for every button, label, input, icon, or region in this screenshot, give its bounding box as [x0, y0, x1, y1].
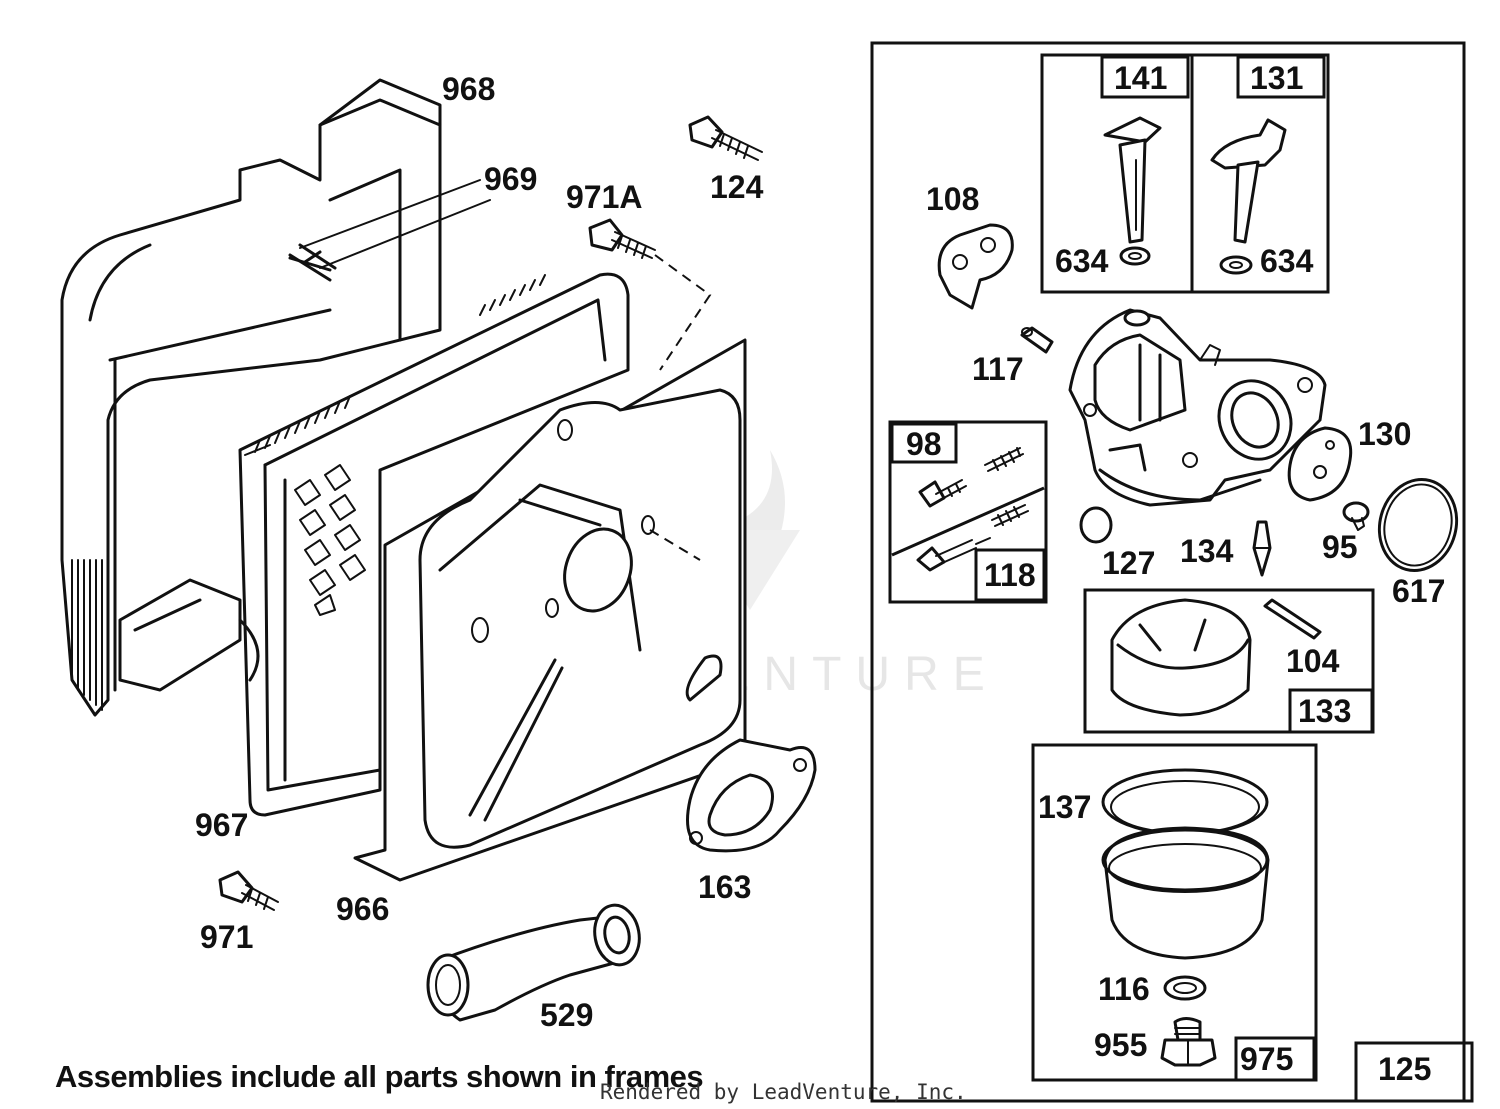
- part-163-gasket: [686, 738, 817, 853]
- label-969: 969: [484, 161, 537, 197]
- frame-133-tag: [1288, 688, 1374, 734]
- label-966: 966: [336, 891, 389, 927]
- frame-975-tag: [1234, 1036, 1316, 1082]
- label-955: 955: [1094, 1027, 1147, 1063]
- label-141: 141: [1114, 60, 1167, 96]
- part-955-bowl-nut: [1160, 1017, 1217, 1067]
- frame-125: [870, 41, 1466, 1103]
- label-634-right: 634: [1260, 243, 1314, 279]
- part-98-screw-spring: [918, 447, 1024, 508]
- part-971-screw: [218, 870, 279, 911]
- label-124: 124: [710, 169, 764, 205]
- frame-975: [1031, 743, 1318, 1082]
- label-968: 968: [442, 71, 495, 107]
- label-133: 133: [1298, 693, 1351, 729]
- label-125: 125: [1378, 1051, 1431, 1087]
- part-137-bowl-gasket: [1101, 768, 1270, 960]
- part-127-plug: [1079, 506, 1113, 544]
- frame-133: [1083, 588, 1375, 734]
- part-133-float: [1110, 598, 1322, 717]
- dashed-guide-971A: [654, 254, 712, 371]
- part-117-pin: [1020, 326, 1054, 354]
- part-967-filter: [238, 272, 630, 817]
- assembly-note: Assemblies include all parts shown in fr…: [55, 1059, 703, 1094]
- part-124-screw: [688, 115, 763, 161]
- label-163: 163: [698, 869, 751, 905]
- part-968-base: [60, 78, 442, 717]
- label-95: 95: [1322, 529, 1358, 565]
- part-118-needle-spring: [916, 504, 1029, 572]
- label-529: 529: [540, 997, 593, 1033]
- part-95-screw: [1342, 501, 1370, 531]
- frame-98-118-divider: [891, 486, 1045, 557]
- part-971A-screw: [588, 218, 656, 259]
- label-967: 967: [195, 807, 248, 843]
- frame-98-tag: [890, 422, 958, 464]
- leader-969b: [299, 179, 481, 249]
- label-127: 127: [1102, 545, 1155, 581]
- label-634-left: 634: [1055, 243, 1109, 279]
- label-104: 104: [1286, 643, 1340, 679]
- part-529-elbow: [426, 903, 641, 1022]
- part-108-plate: [937, 223, 1014, 310]
- part-116-washer: [1163, 975, 1207, 1001]
- label-118: 118: [984, 557, 1036, 593]
- part-131-choke-shaft: [1210, 118, 1287, 275]
- label-116: 116: [1098, 971, 1150, 1007]
- part-134-needle: [1252, 520, 1272, 577]
- label-617: 617: [1392, 573, 1445, 609]
- part-617-oring: [1377, 477, 1459, 573]
- frame-131-tag: [1236, 55, 1326, 99]
- label-98: 98: [906, 426, 942, 462]
- label-975: 975: [1240, 1041, 1293, 1077]
- label-971: 971: [200, 919, 253, 955]
- part-130-gasket: [1287, 426, 1353, 502]
- frame-118-tag: [974, 548, 1046, 602]
- label-971A: 971A: [566, 179, 643, 215]
- frame-141-tag: [1100, 55, 1190, 99]
- frame-141-131: [1040, 53, 1330, 294]
- frame-98-118: [888, 420, 1048, 604]
- dashed-guide-966: [649, 529, 701, 561]
- frame-125-tag: [1354, 1041, 1474, 1103]
- label-131: 131: [1250, 60, 1303, 96]
- part-carburetor-body: [1068, 308, 1327, 507]
- leader-969: [319, 199, 491, 269]
- label-134: 134: [1180, 533, 1234, 569]
- label-117: 117: [972, 351, 1024, 387]
- label-108: 108: [926, 181, 979, 217]
- part-141-throttle-shaft: [1103, 116, 1162, 266]
- part-966-cover: [353, 338, 747, 882]
- label-130: 130: [1358, 416, 1411, 452]
- credit-text: Rendered by LeadVenture, Inc.: [600, 1080, 967, 1104]
- label-137: 137: [1038, 789, 1091, 825]
